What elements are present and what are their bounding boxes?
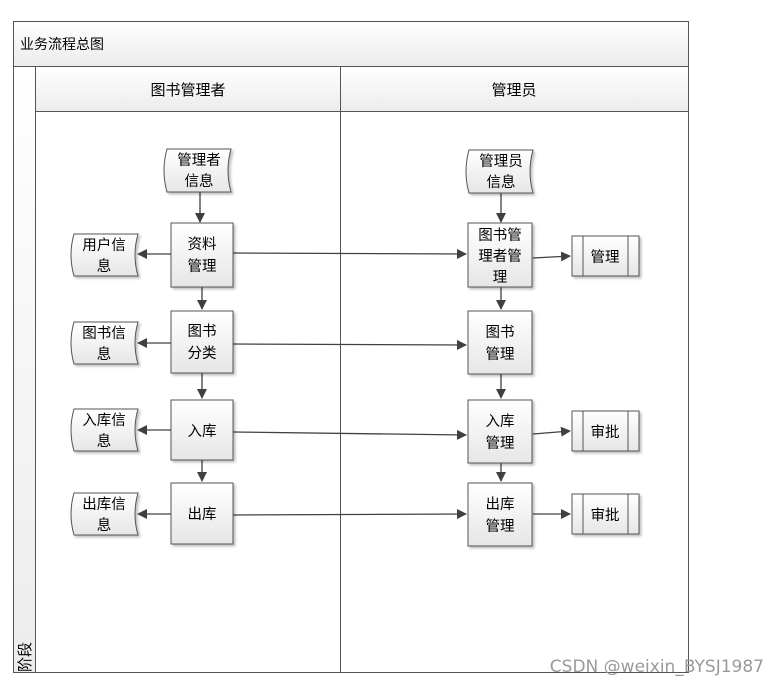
book-admin-mgmt-line2: 理者管 bbox=[478, 248, 522, 265]
process-stock-out-mgmt: 出库 管理 bbox=[467, 482, 533, 547]
stock-in-info-line1: 入库信 bbox=[82, 412, 126, 429]
arrow-admin-mgmt-to-manage bbox=[532, 251, 571, 262]
book-mgmt-line2: 管理 bbox=[486, 346, 515, 363]
profile-mgmt-line1: 资料 bbox=[188, 236, 217, 253]
arrow-profile-to-admin-mgmt bbox=[232, 248, 467, 259]
approve-in-label: 审批 bbox=[591, 424, 620, 441]
arrow-stock-in-to-mgmt bbox=[232, 429, 467, 440]
diagram-title: 业务流程总图 bbox=[20, 37, 104, 53]
stock-out-info-line2: 息 bbox=[97, 517, 112, 534]
approve-out-label: 审批 bbox=[591, 507, 620, 524]
stock-out-info-line1: 出库信 bbox=[82, 496, 126, 513]
user-info-line2: 息 bbox=[97, 258, 112, 275]
book-mgmt-line1: 图书 bbox=[486, 324, 515, 341]
connectors bbox=[137, 192, 571, 520]
document-admin-info: 管理者 信息 bbox=[163, 148, 232, 193]
arrow-stock-in-mgmt-to-approve bbox=[532, 426, 571, 437]
book-admin-mgmt-line3: 理 bbox=[493, 270, 508, 286]
arrow-stock-out-to-mgmt bbox=[232, 509, 467, 520]
subprocess-approve-in: 审批 bbox=[571, 410, 640, 452]
admin-info-line1: 管理者 bbox=[177, 152, 221, 169]
stock-out-mgmt-line1: 出库 bbox=[486, 496, 515, 513]
phase-label: 阶段 bbox=[16, 642, 34, 672]
staff-info-line1: 管理员 bbox=[479, 153, 523, 170]
document-stock-in-info: 入库信 息 bbox=[70, 408, 139, 452]
subprocess-manage: 管理 bbox=[571, 235, 640, 277]
stock-in-label: 入库 bbox=[188, 423, 217, 440]
book-admin-mgmt-line1: 图书管 bbox=[478, 227, 522, 244]
document-book-info: 图书信 息 bbox=[70, 321, 139, 365]
process-stock-out: 出库 bbox=[170, 482, 234, 545]
stock-in-mgmt-line2: 管理 bbox=[486, 435, 515, 452]
manage-label: 管理 bbox=[591, 249, 620, 266]
lane-header-staff: 管理员 bbox=[491, 81, 536, 99]
user-info-line1: 用户信 bbox=[82, 237, 126, 254]
process-book-mgmt: 图书 管理 bbox=[467, 310, 533, 375]
staff-info-line2: 信息 bbox=[487, 174, 516, 191]
process-stock-in-mgmt: 入库 管理 bbox=[467, 399, 533, 464]
document-staff-info: 管理员 信息 bbox=[465, 149, 534, 194]
watermark: CSDN @weixin_BYSJ1987 bbox=[550, 657, 764, 677]
document-user-info: 用户信 息 bbox=[70, 233, 139, 277]
book-info-line2: 息 bbox=[97, 346, 112, 363]
document-stock-out-info: 出库信 息 bbox=[70, 492, 139, 536]
profile-mgmt-line2: 管理 bbox=[188, 258, 217, 275]
stock-in-info-line2: 息 bbox=[97, 433, 112, 450]
stock-out-label: 出库 bbox=[188, 506, 217, 523]
admin-info-line2: 信息 bbox=[185, 173, 214, 190]
process-book-category: 图书 分类 bbox=[170, 310, 234, 374]
process-stock-in: 入库 bbox=[170, 399, 234, 461]
process-profile-mgmt: 资料 管理 bbox=[170, 222, 234, 288]
stock-out-mgmt-line2: 管理 bbox=[486, 518, 515, 535]
book-category-line2: 分类 bbox=[188, 345, 217, 362]
subprocess-approve-out: 审批 bbox=[571, 493, 640, 535]
book-info-line1: 图书信 bbox=[82, 325, 126, 342]
stock-in-mgmt-line1: 入库 bbox=[486, 413, 515, 430]
lane-header-book-admin: 图书管理者 bbox=[150, 81, 225, 99]
process-book-admin-mgmt: 图书管 理者管 理 bbox=[467, 222, 533, 288]
arrow-category-to-book-mgmt bbox=[232, 339, 467, 350]
book-category-line1: 图书 bbox=[188, 323, 217, 340]
